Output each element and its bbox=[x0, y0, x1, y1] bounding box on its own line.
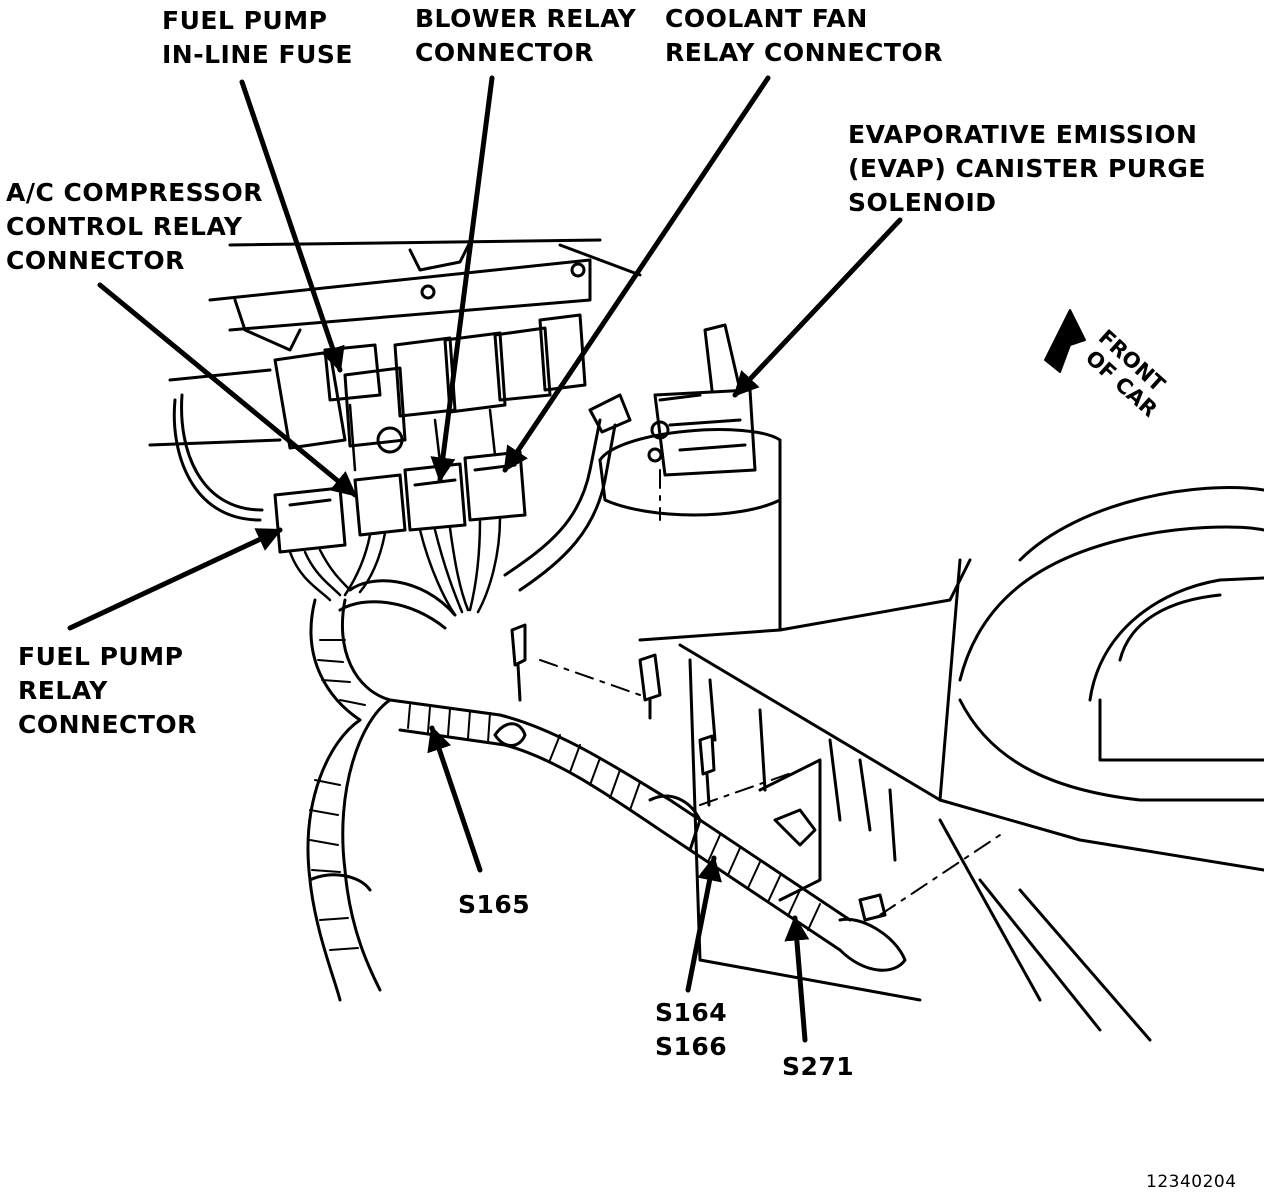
label-s165: S165 bbox=[458, 888, 530, 922]
label-line: FUEL PUMP bbox=[162, 6, 328, 35]
label-line: COOLANT FAN bbox=[665, 4, 868, 33]
leader-s164-s166 bbox=[685, 855, 722, 993]
leader-s271 bbox=[784, 915, 810, 1043]
leader-ac-relay bbox=[97, 282, 358, 498]
label-fuel-pump-fuse: FUEL PUMP IN-LINE FUSE bbox=[162, 4, 353, 72]
label-evap-solenoid: EVAPORATIVE EMISSION (EVAP) CANISTER PUR… bbox=[848, 118, 1206, 220]
label-s164-s166: S164 S166 bbox=[655, 996, 727, 1064]
leader-evap-solenoid bbox=[732, 217, 903, 398]
label-line: RELAY bbox=[18, 676, 108, 705]
label-line: RELAY CONNECTOR bbox=[665, 38, 943, 67]
guide-lines bbox=[539, 469, 1001, 916]
label-s271: S271 bbox=[782, 1050, 854, 1084]
leader-coolant-fan-relay bbox=[502, 75, 771, 473]
label-line: BLOWER RELAY bbox=[415, 4, 637, 33]
main-harness bbox=[306, 579, 907, 1002]
label-line: EVAPORATIVE EMISSION bbox=[848, 120, 1198, 149]
fasteners bbox=[493, 623, 887, 922]
engine-structure bbox=[638, 558, 1264, 1042]
label-line: FUEL PUMP bbox=[18, 642, 184, 671]
relay-bodies bbox=[273, 313, 587, 454]
relay-bracket bbox=[148, 238, 642, 447]
label-blower-relay: BLOWER RELAY CONNECTOR bbox=[415, 2, 636, 70]
front-of-car-arrow bbox=[1044, 309, 1086, 373]
leader-fuel-pump-relay bbox=[67, 527, 283, 631]
label-coolant-fan-relay: COOLANT FAN RELAY CONNECTOR bbox=[665, 2, 943, 70]
harness-ribs bbox=[309, 639, 821, 951]
relay-connectors bbox=[273, 450, 527, 554]
label-line: CONNECTOR bbox=[18, 710, 197, 739]
air-cleaner bbox=[958, 486, 1264, 802]
label-line: SOLENOID bbox=[848, 188, 997, 217]
leader-s165 bbox=[427, 725, 483, 873]
label-fuel-pump-relay: FUEL PUMP RELAY CONNECTOR bbox=[18, 640, 197, 742]
label-line: A/C COMPRESSOR bbox=[6, 178, 264, 207]
connector-wires bbox=[288, 403, 502, 617]
label-line: CONTROL RELAY bbox=[6, 212, 243, 241]
figure-number: 12340204 bbox=[1146, 1172, 1237, 1192]
label-line: CONNECTOR bbox=[6, 246, 185, 275]
label-ac-compressor-relay: A/C COMPRESSOR CONTROL RELAY CONNECTOR bbox=[6, 176, 263, 278]
label-line: CONNECTOR bbox=[415, 38, 594, 67]
label-line: S271 bbox=[782, 1052, 855, 1081]
label-line: S164 bbox=[655, 998, 728, 1027]
evap-canister bbox=[598, 323, 782, 632]
label-line: IN-LINE FUSE bbox=[162, 40, 353, 69]
label-line: S165 bbox=[458, 890, 531, 919]
label-line: (EVAP) CANISTER PURGE bbox=[848, 154, 1206, 183]
leader-fuel-pump-fuse bbox=[239, 79, 345, 373]
label-line: S166 bbox=[655, 1032, 728, 1061]
leader-blower-relay bbox=[430, 75, 495, 483]
leader-arrows bbox=[67, 75, 903, 1043]
